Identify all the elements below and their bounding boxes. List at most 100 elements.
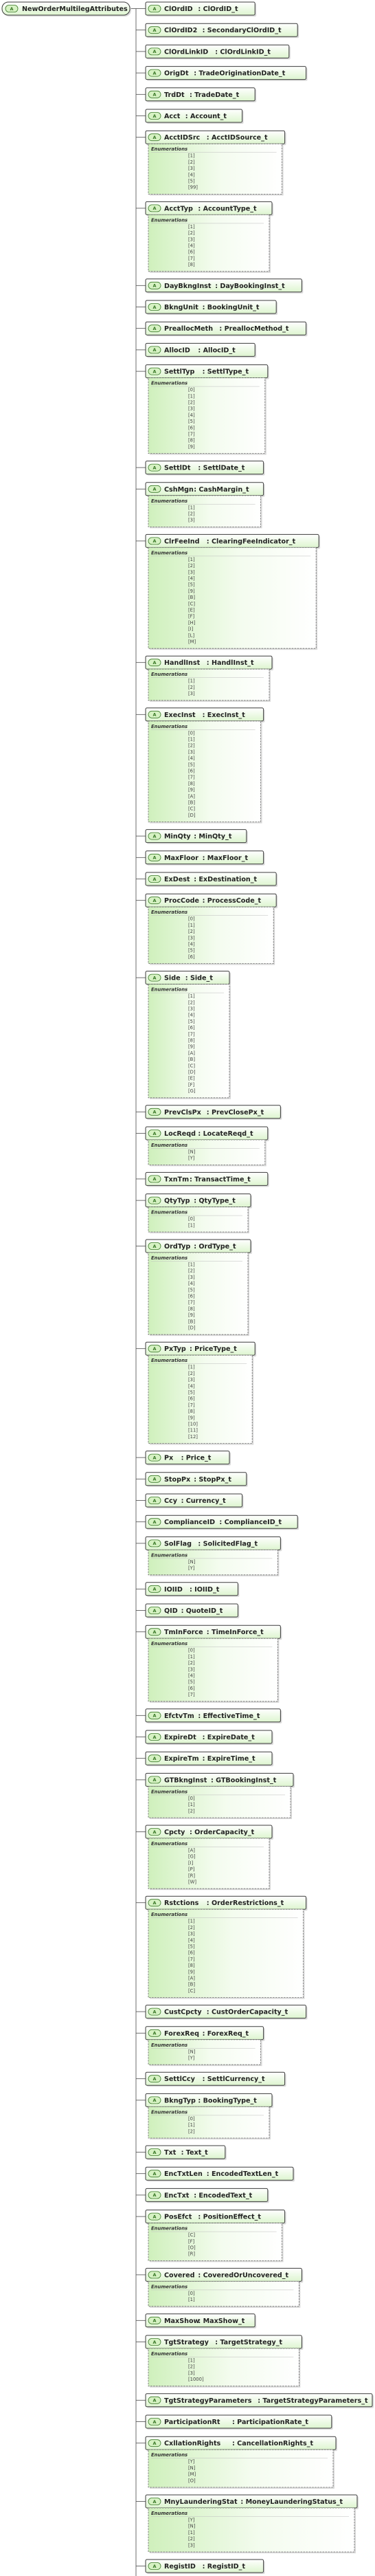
attribute-name: ForexReq xyxy=(164,2030,199,2038)
attribute-type: : ExpireTime_t xyxy=(203,1755,255,1763)
enumeration-value: [1] xyxy=(188,2530,195,2535)
enumeration-panel xyxy=(148,2039,262,2065)
enumeration-value: [3] xyxy=(188,166,195,171)
attribute-badge-label: A xyxy=(152,1829,156,1835)
attribute-badge-icon xyxy=(148,832,161,840)
enumeration-value: [8] xyxy=(188,1409,195,1414)
enumeration-value: [2] xyxy=(188,1371,195,1376)
enumeration-panel xyxy=(148,214,270,272)
attribute-name: TrdDt xyxy=(164,91,185,99)
enumeration-value: [A] xyxy=(188,1848,195,1853)
attribute-box xyxy=(145,829,247,844)
attribute-badge-label: A xyxy=(152,1455,156,1460)
attribute-name: ComplianceID xyxy=(164,1519,215,1526)
attribute-name: Px xyxy=(164,1455,174,1462)
enumeration-value: [7] xyxy=(188,1692,195,1697)
attribute-type: : AllocID_t xyxy=(198,346,236,354)
attribute-type: : GTBookingInst_t xyxy=(211,1776,277,1784)
enumeration-value: [5] xyxy=(188,1287,195,1292)
attribute-badge-label: A xyxy=(152,2098,156,2103)
attribute-type: : OrderCapacity_t xyxy=(190,1829,255,1836)
attribute-type: : LocateReqd_t xyxy=(198,1130,253,1138)
enumeration-value: [2] xyxy=(188,2128,195,2134)
enumeration-value: [99] xyxy=(188,185,198,190)
attribute-badge-label: A xyxy=(152,1176,156,1182)
attribute-badge-label: A xyxy=(152,1756,156,1761)
attribute-box xyxy=(145,1751,273,1765)
attribute-badge-icon xyxy=(148,537,161,545)
attribute-badge-icon xyxy=(148,1733,161,1741)
enumeration-value: [G] xyxy=(188,1088,196,1094)
enumeration-panel xyxy=(148,2348,299,2387)
enumeration-value: [4] xyxy=(188,1383,195,1389)
enumeration-value: [M] xyxy=(188,2472,196,2477)
attribute-name: TmInForce xyxy=(164,1629,203,1636)
attribute-badge-label: A xyxy=(152,1131,156,1136)
attribute-box xyxy=(145,2188,269,2202)
attribute-badge-icon xyxy=(148,2418,161,2425)
attribute-badge-label: A xyxy=(152,1713,156,1719)
enumeration-value: [6] xyxy=(188,1294,195,1299)
attribute-type: : Currency_t xyxy=(181,1497,227,1505)
enumeration-value: [4] xyxy=(188,412,195,418)
enumeration-value: [1] xyxy=(188,2122,195,2128)
attribute-badge-icon xyxy=(5,5,19,12)
enumerations-heading: Enumerations xyxy=(151,217,188,223)
attribute-type: : AcctIDSource_t xyxy=(207,134,268,142)
enumeration-value: [1] xyxy=(188,2297,195,2302)
enumeration-value: [1] xyxy=(188,1919,195,1924)
attribute-badge-label: A xyxy=(152,6,156,12)
attribute-name: MaxShow xyxy=(164,2318,200,2325)
attribute-name: MinQty xyxy=(164,833,191,841)
attribute-badge-label: A xyxy=(152,2171,156,2177)
enumeration-panel xyxy=(148,2507,355,2553)
root-badge-label: A xyxy=(10,6,13,12)
attribute-type: : ParticipationRate_t xyxy=(232,2419,308,2426)
attribute-name: PosEfct xyxy=(164,2214,192,2221)
attribute-badge-icon xyxy=(148,90,161,98)
attribute-name: TgtStrategy xyxy=(164,2339,209,2346)
enumeration-value: [N] xyxy=(188,1149,196,1155)
attribute-name: SettlCcy xyxy=(164,2076,196,2083)
enumeration-value: [B] xyxy=(188,1982,195,1988)
attribute-badge-label: A xyxy=(152,2398,156,2403)
attribute-name: OrigDt xyxy=(164,70,189,78)
attribute-badge-label: A xyxy=(152,1629,156,1635)
attribute-badge-icon xyxy=(148,2029,161,2037)
attribute-name: Cpcty xyxy=(164,1829,185,1836)
enumeration-value: [3] xyxy=(188,2370,195,2376)
attribute-badge-icon xyxy=(148,2075,161,2083)
enumerations-heading: Enumerations xyxy=(151,2043,188,2048)
attribute-badge-label: A xyxy=(152,1498,156,1504)
enumerations-heading: Enumerations xyxy=(151,550,188,555)
attribute-type: : MinQty_t xyxy=(194,833,232,841)
enumeration-value: [A] xyxy=(188,793,195,799)
attribute-badge-label: A xyxy=(152,206,156,211)
attribute-type: : MaxFloor_t xyxy=(203,855,249,862)
attribute-badge-icon xyxy=(148,853,161,861)
attribute-badge-icon xyxy=(148,1475,161,1483)
attribute-type: : DayBookingInst_t xyxy=(215,283,285,290)
attribute-badge-icon xyxy=(148,659,161,667)
enumeration-value: [4] xyxy=(188,172,195,177)
attribute-type: : OrdType_t xyxy=(194,1243,236,1251)
enumeration-value: [10] xyxy=(188,1422,198,1427)
attribute-badge-icon xyxy=(148,281,161,289)
attribute-badge-icon xyxy=(148,2170,161,2178)
attribute-badge-label: A xyxy=(152,2214,156,2219)
attribute-name: DayBkngInst xyxy=(164,283,212,290)
enumeration-value: [4] xyxy=(188,1673,195,1679)
enumeration-value: [F] xyxy=(188,2238,195,2244)
attribute-type: : ClearingFeeIndicator_t xyxy=(207,538,296,545)
attribute-name: ProcCode xyxy=(164,897,200,905)
attribute-box xyxy=(145,2166,294,2181)
